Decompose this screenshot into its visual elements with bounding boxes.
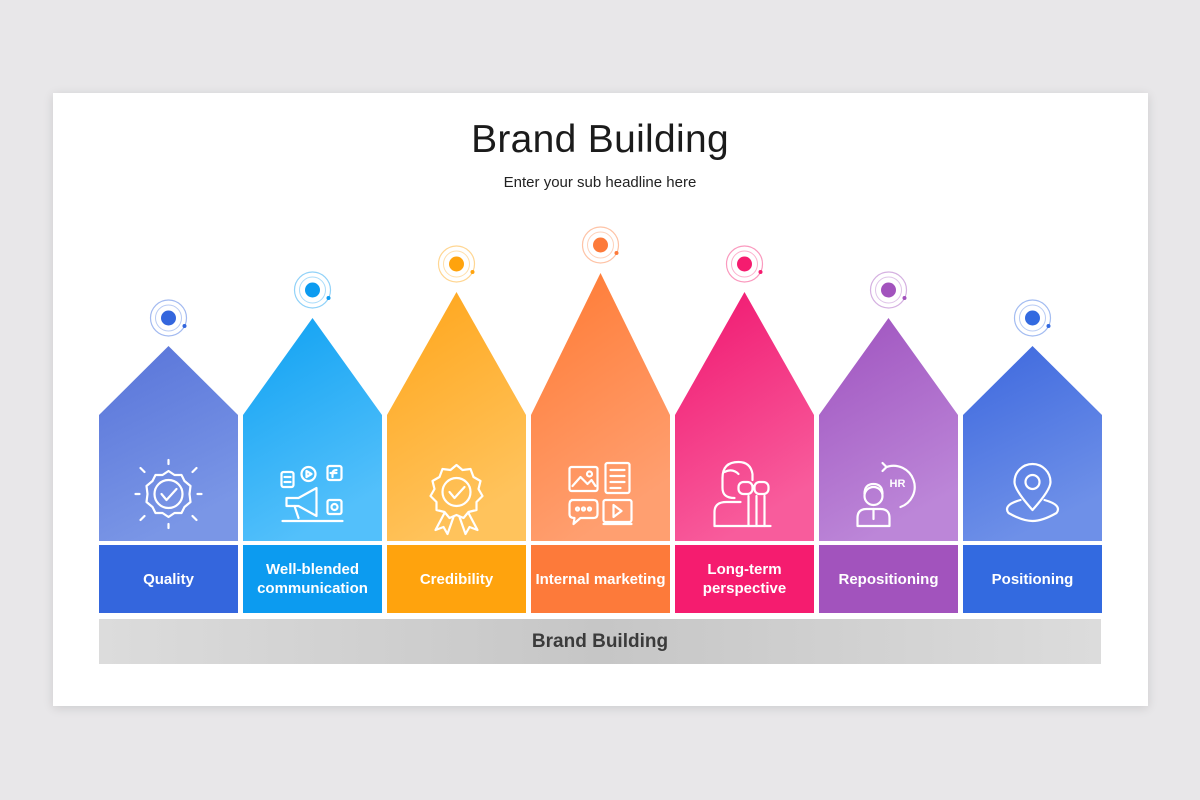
award-ribbon-icon xyxy=(429,463,484,536)
social-media-megaphone-icon xyxy=(280,464,344,523)
column-arrow xyxy=(675,292,814,541)
column-arrow xyxy=(243,318,382,541)
column-label: Positioning xyxy=(963,545,1102,613)
location-pin-icon xyxy=(1005,462,1060,523)
target-marker-icon xyxy=(725,245,764,283)
column-label: Internal marketing xyxy=(531,545,670,613)
column-arrow xyxy=(531,273,670,541)
page-title: Brand Building xyxy=(471,118,729,161)
column-label: Credibility xyxy=(387,545,526,613)
target-marker-icon xyxy=(293,271,332,309)
media-content-icon xyxy=(568,461,633,526)
target-marker-icon xyxy=(437,245,476,283)
column-arrow xyxy=(963,346,1102,541)
column-label: Repositioning xyxy=(819,545,958,613)
target-marker-icon xyxy=(1013,299,1052,337)
base-bar: Brand Building xyxy=(99,619,1101,664)
column-arrow xyxy=(387,292,526,541)
target-marker-icon xyxy=(581,226,620,264)
person-binoculars-icon xyxy=(713,460,772,528)
hr-person-icon: HR xyxy=(856,461,916,528)
page-subtitle: Enter your sub headline here xyxy=(503,174,697,191)
badge-check-icon xyxy=(134,458,203,530)
column-label: Well-blended communication xyxy=(243,545,382,613)
column-label: Quality xyxy=(99,545,238,613)
column-arrow xyxy=(819,318,958,541)
target-marker-icon xyxy=(869,271,908,309)
column-label: Long-term perspective xyxy=(675,545,814,613)
svg-text:HR: HR xyxy=(890,478,906,490)
target-marker-icon xyxy=(149,299,188,337)
column-arrow xyxy=(99,346,238,541)
